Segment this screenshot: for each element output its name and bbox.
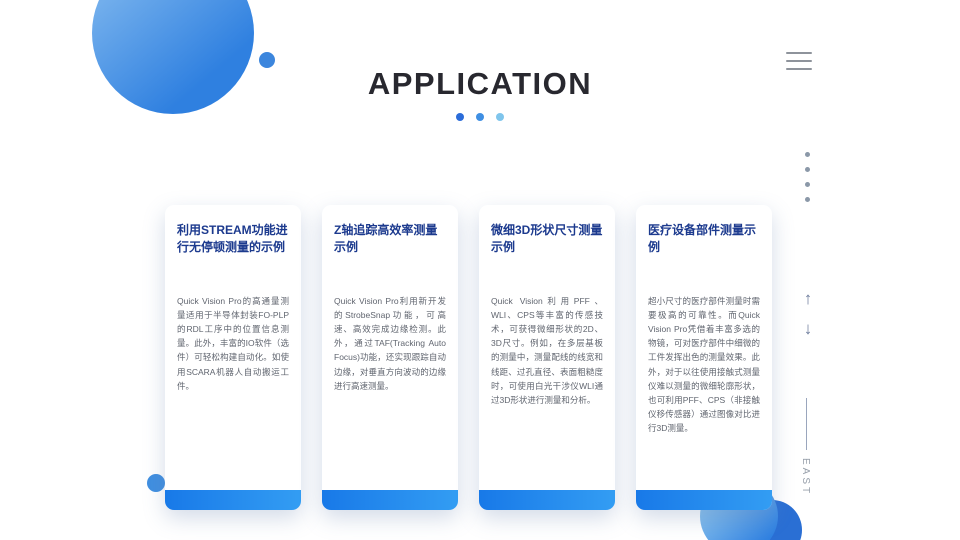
decor-dot-top-left [259,52,275,68]
menu-bar [786,60,812,62]
application-card-stream: 利用STREAM功能进行无停顿测量的示例 Quick Vision Pro的高通… [165,205,301,510]
card-title: Z轴追踪高效率测量示例 [334,223,438,255]
title-dot-icon [476,113,484,121]
east-label: EAST [800,458,811,497]
card-body: Quick Vision利用PFF、WLI、CPS等丰富的传感技术，可获得微细形… [491,296,603,405]
arrow-up-icon[interactable]: ↑ [803,289,813,308]
decor-dot-bottom-left [147,474,165,492]
hamburger-menu-icon[interactable] [786,52,812,70]
application-card-z-axis: Z轴追踪高效率测量示例 Quick Vision Pro利用新开发的Strobe… [322,205,458,510]
slide-indicator-dot[interactable] [805,197,810,202]
card-title: 利用STREAM功能进行无停顿测量的示例 [177,223,288,255]
page-title: APPLICATION [367,66,593,101]
card-title: 医疗设备部件测量示例 [648,223,757,255]
slide-indicator-dot[interactable] [805,182,810,187]
application-card-3d-shape: 微细3D形状尺寸测量示例 Quick Vision利用PFF、WLI、CPS等丰… [479,205,615,510]
rail-divider-line [806,398,807,450]
card-body: Quick Vision Pro利用新开发的StrobeSnap功能，可高速、高… [334,296,446,391]
slide-indicator-dots [805,152,810,202]
card-footer-bar [165,490,301,510]
application-card-medical: 医疗设备部件测量示例 超小尺寸的医疗部件测量时需要极高的可靠性。而Quick V… [636,205,772,510]
card-footer-bar [479,490,615,510]
application-cards: 利用STREAM功能进行无停顿测量的示例 Quick Vision Pro的高通… [165,205,772,510]
card-body: Quick Vision Pro的高通量测量适用于半导体封装FO-PLP的RDL… [177,296,289,391]
title-dot-icon [456,113,464,121]
card-footer-bar [636,490,772,510]
title-accent-dots [0,113,960,121]
menu-bar [786,52,812,54]
card-footer-bar [322,490,458,510]
slide-indicator-dot[interactable] [805,167,810,172]
card-body: 超小尺寸的医疗部件测量时需要极高的可靠性。而Quick Vision Pro凭借… [648,296,760,433]
slide-indicator-dot[interactable] [805,152,810,157]
card-title: 微细3D形状尺寸测量示例 [491,223,603,255]
title-dot-icon [496,113,504,121]
arrow-down-icon[interactable]: ↓ [803,319,813,338]
menu-bar [786,68,812,70]
